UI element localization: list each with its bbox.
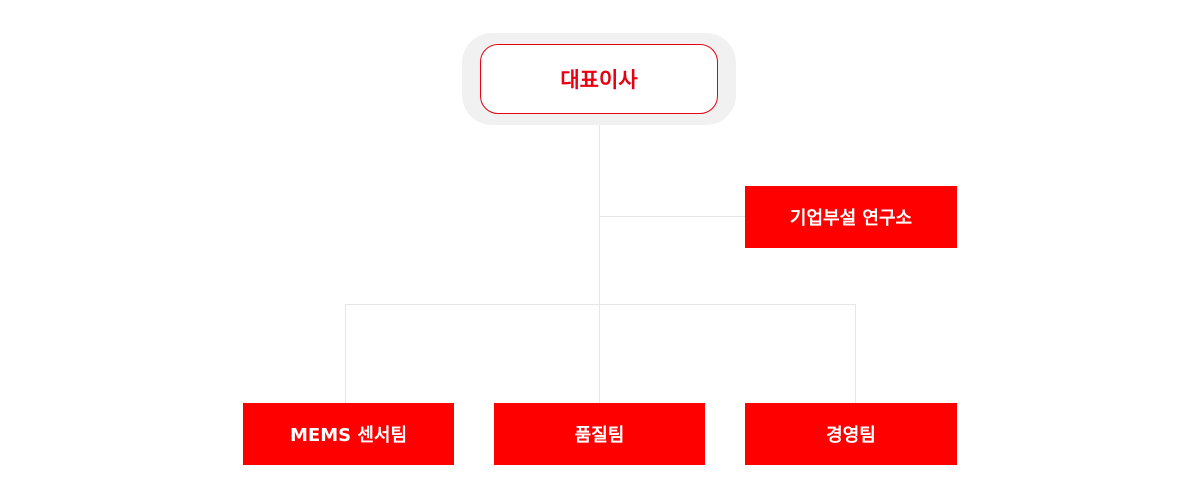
team-node-quality[interactable]: 품질팀	[494, 403, 705, 465]
connector-team-quality	[599, 304, 600, 403]
connector-research-branch	[599, 216, 745, 217]
connector-ceo-trunk	[599, 125, 600, 305]
connector-team-horizontal	[345, 304, 856, 305]
ceo-node-backdrop: 대표이사	[462, 33, 736, 125]
connector-team-management	[855, 304, 856, 403]
team-node-management[interactable]: 경영팀	[745, 403, 957, 465]
connector-team-mems	[345, 304, 346, 403]
team-node-mems-sensor[interactable]: MEMS 센서팀	[243, 403, 454, 465]
ceo-node[interactable]: 대표이사	[480, 44, 718, 114]
research-lab-node[interactable]: 기업부설 연구소	[745, 186, 957, 248]
